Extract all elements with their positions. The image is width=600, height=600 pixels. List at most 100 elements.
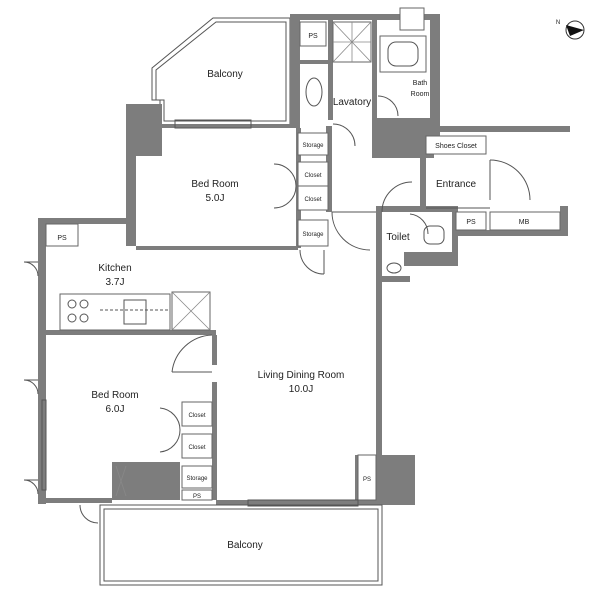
wall-column-bed2 bbox=[112, 462, 180, 500]
storage-2-label: Storage bbox=[302, 232, 324, 238]
wall-bed2-bottom bbox=[46, 498, 112, 503]
bath-label: Bath bbox=[413, 80, 428, 87]
wall-mb-right bbox=[560, 206, 568, 236]
shoes-closet-box bbox=[425, 135, 487, 155]
ps-kitchen-box bbox=[45, 223, 79, 247]
bedroom2-size: 6.0J bbox=[106, 404, 125, 415]
closet-door-4 bbox=[159, 429, 181, 453]
north-arrow-icon: N bbox=[556, 20, 585, 40]
closet-1-label: Closet bbox=[304, 173, 321, 179]
ps-bedroom2-box bbox=[181, 489, 213, 501]
storage-1-label: Storage bbox=[302, 143, 324, 149]
ps-entrance-label: PS bbox=[466, 219, 476, 226]
bath-fan bbox=[399, 7, 425, 31]
bath-door bbox=[377, 95, 399, 117]
entrance-label: Entrance bbox=[436, 179, 476, 190]
stove-icon bbox=[67, 299, 89, 323]
bedroom2-name: Bed Room bbox=[91, 390, 138, 401]
mb-label: MB bbox=[519, 219, 530, 226]
bathtub-inner bbox=[387, 41, 419, 67]
entry-door bbox=[489, 159, 531, 201]
wall-corridor-left bbox=[326, 126, 332, 212]
closet-3-label: Closet bbox=[188, 413, 205, 419]
toilet-door bbox=[409, 213, 429, 235]
wall-left bbox=[38, 218, 46, 504]
wall-column-bed1 bbox=[126, 104, 162, 156]
kitchen-counter bbox=[59, 293, 171, 331]
ldk-name: Living Dining Room bbox=[258, 370, 345, 381]
kitchen-sink bbox=[123, 299, 147, 325]
wall-lav-bath bbox=[372, 20, 377, 120]
balcony-top-label: Balcony bbox=[207, 69, 243, 80]
wall-bed1-left bbox=[126, 156, 136, 246]
laundry-hatch bbox=[332, 21, 372, 63]
bedroom2-side-door-2 bbox=[23, 479, 39, 495]
kitchen-name: Kitchen bbox=[98, 263, 131, 274]
bathtub bbox=[379, 35, 427, 73]
balcony-bottom-outline bbox=[99, 504, 383, 586]
mb-box bbox=[489, 211, 561, 231]
wall-mb-bottom bbox=[456, 230, 566, 236]
closet-door-3 bbox=[159, 407, 181, 431]
ps-kitchen-label: PS bbox=[57, 235, 67, 242]
closet-2-label: Closet bbox=[304, 197, 321, 203]
balcony-bottom-inner bbox=[103, 508, 379, 582]
ps-bedroom2-label: PS bbox=[193, 494, 201, 500]
balcony-bottom-label: Balcony bbox=[227, 540, 263, 551]
bedroom1-door bbox=[299, 249, 325, 275]
closet-1 bbox=[297, 161, 329, 187]
bedroom1-name: Bed Room bbox=[191, 179, 238, 190]
wall-bed1-top bbox=[160, 124, 300, 128]
wall-kitchen-top bbox=[38, 218, 136, 224]
toilet-fixture bbox=[423, 225, 445, 245]
closet-door-1 bbox=[273, 163, 297, 187]
bedroom2-door bbox=[171, 334, 213, 373]
wall-bed2-right bbox=[212, 382, 217, 500]
wall-toilet-bottom bbox=[376, 276, 410, 282]
bath-label-2: Room bbox=[411, 91, 430, 98]
wall-ldk-bottom bbox=[216, 500, 356, 505]
ldk-size: 10.0J bbox=[289, 384, 313, 395]
hall-door bbox=[381, 181, 413, 213]
wall-core-top bbox=[300, 14, 440, 20]
kitchen-door bbox=[23, 261, 39, 277]
lavatory-door bbox=[332, 123, 356, 147]
ps-entrance-box bbox=[455, 211, 487, 231]
ps-ldk-label: PS bbox=[363, 477, 371, 483]
wall-toilet-corner bbox=[404, 252, 458, 266]
wall-core-left bbox=[290, 14, 300, 126]
lavatory-label: Lavatory bbox=[333, 97, 371, 108]
storage-3-label: Storage bbox=[186, 476, 208, 482]
ldk-window bbox=[247, 499, 359, 507]
wall-entrance-left bbox=[420, 136, 426, 208]
balcony-gate bbox=[79, 504, 99, 524]
wall-toilet-top bbox=[376, 206, 456, 212]
bedroom2-side-door bbox=[23, 379, 39, 395]
toilet-sink bbox=[386, 262, 402, 274]
wall-ldk-right bbox=[376, 210, 382, 480]
corridor-door bbox=[331, 211, 371, 251]
storage-1 bbox=[297, 132, 329, 156]
bedroom1-window bbox=[174, 119, 252, 129]
balcony-top-inner bbox=[155, 21, 287, 122]
closet-3 bbox=[181, 401, 213, 427]
north-label: N bbox=[556, 20, 560, 26]
wall-bed1-bottom bbox=[136, 246, 298, 250]
kitchen-size: 3.7J bbox=[106, 277, 125, 288]
wall-ps-lav bbox=[328, 20, 333, 120]
bedroom1-size: 5.0J bbox=[206, 193, 225, 204]
closet-4 bbox=[181, 433, 213, 459]
washbasin bbox=[305, 77, 323, 107]
closet-door-2 bbox=[273, 185, 297, 209]
wall-core-right bbox=[430, 14, 440, 136]
storage-2 bbox=[297, 219, 329, 247]
wall-kitchen-bottom bbox=[46, 330, 216, 335]
ps-ldk-box bbox=[357, 454, 377, 501]
toilet-label: Toilet bbox=[386, 232, 410, 243]
wall-ps-bottom bbox=[300, 60, 328, 64]
wall-right-top bbox=[440, 126, 570, 132]
closet-4-label: Closet bbox=[188, 445, 205, 451]
bedroom2-window bbox=[41, 399, 47, 491]
wall-bed2-right-upper bbox=[212, 335, 217, 365]
